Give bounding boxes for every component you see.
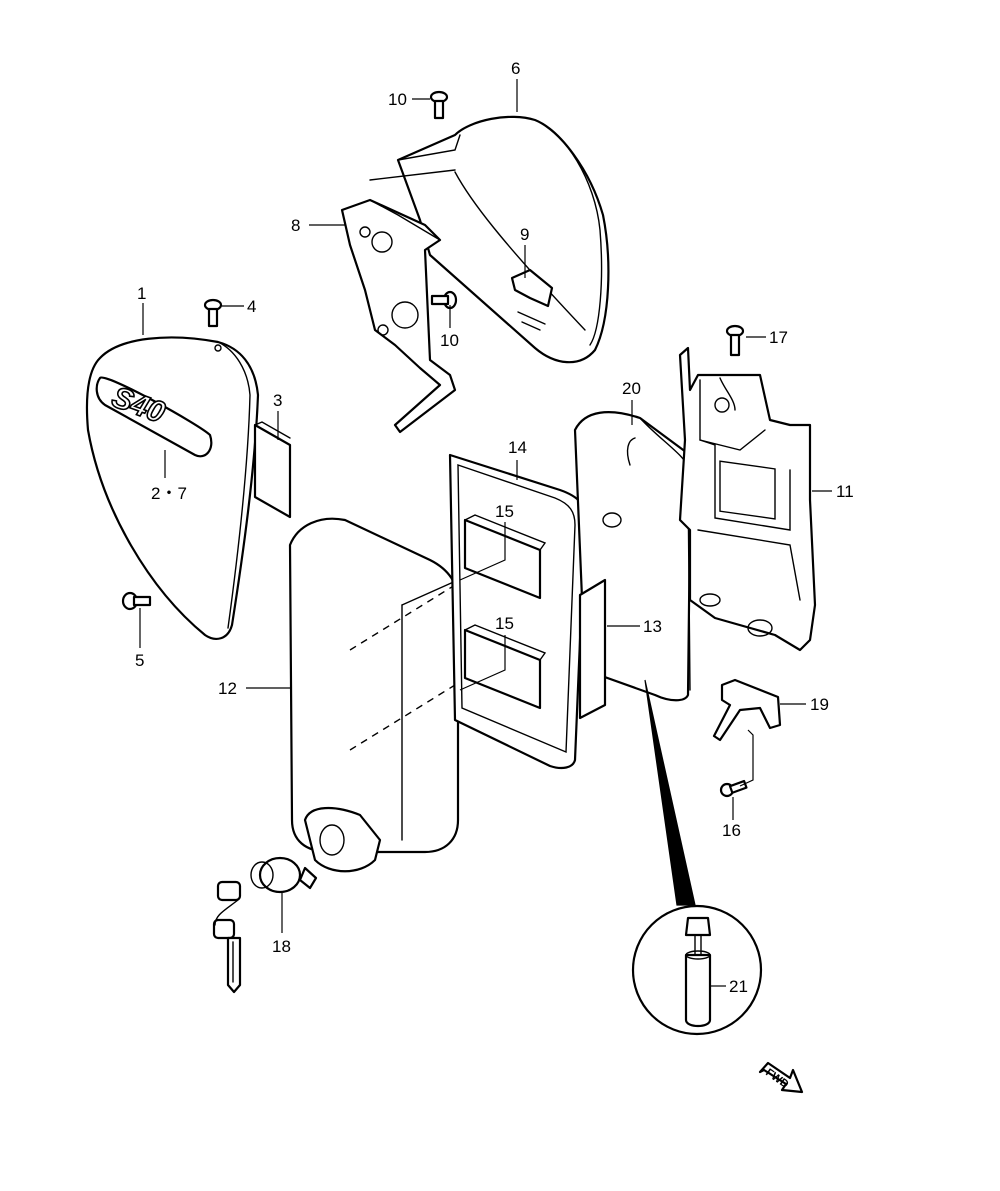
detail-view-part-21 bbox=[631, 679, 763, 1036]
callout-19: 19 bbox=[810, 695, 829, 714]
screw-part-16 bbox=[719, 779, 748, 798]
pad-part-3 bbox=[253, 421, 292, 519]
callout-8: 8 bbox=[291, 216, 300, 235]
pad-part-15-upper bbox=[463, 514, 547, 600]
lock-housing bbox=[303, 806, 382, 873]
callout-14: 14 bbox=[508, 438, 527, 457]
callout-2-7: 2・7 bbox=[151, 484, 187, 503]
screw-part-17 bbox=[725, 324, 745, 357]
callout-13: 13 bbox=[643, 617, 662, 636]
forward-direction-marker: FWD bbox=[758, 1061, 804, 1094]
callout-3: 3 bbox=[273, 391, 282, 410]
callout-4: 4 bbox=[247, 297, 256, 316]
callout-1: 1 bbox=[137, 284, 146, 303]
side-cover-part-1: S40 bbox=[85, 336, 260, 640]
callout-15-upper: 15 bbox=[495, 502, 514, 521]
callout-10-top: 10 bbox=[388, 90, 407, 109]
frame-cover-part-6 bbox=[369, 115, 610, 364]
leader-lines bbox=[139, 79, 832, 987]
mounting-plate-part-11 bbox=[678, 346, 817, 652]
callout-11: 11 bbox=[836, 482, 854, 501]
tool-box-part-12 bbox=[288, 517, 460, 854]
callout-5: 5 bbox=[135, 651, 144, 670]
bolt-part-5 bbox=[121, 591, 152, 611]
callout-18: 18 bbox=[272, 937, 291, 956]
callout-10-middle: 10 bbox=[440, 331, 459, 350]
clip-part-9 bbox=[510, 268, 554, 331]
callout-16: 16 bbox=[722, 821, 741, 840]
callout-15-lower: 15 bbox=[495, 614, 514, 633]
callout-21: 21 bbox=[729, 977, 748, 996]
callout-labels: 1 2・7 3 4 5 6 8 9 10 10 11 12 13 14 15 1… bbox=[135, 59, 854, 996]
callout-17: 17 bbox=[769, 328, 788, 347]
key-lock-part-18 bbox=[212, 856, 318, 994]
pad-part-13 bbox=[578, 578, 607, 720]
screw-part-4 bbox=[203, 298, 223, 328]
pad-part-15-lower bbox=[463, 624, 547, 710]
callout-9: 9 bbox=[520, 225, 529, 244]
screw-part-10-top bbox=[429, 90, 449, 120]
bracket-part-8 bbox=[340, 198, 457, 434]
screw-part-10-middle bbox=[430, 290, 458, 310]
gasket-part-14 bbox=[448, 453, 587, 770]
callout-20: 20 bbox=[622, 379, 641, 398]
callout-12: 12 bbox=[218, 679, 237, 698]
callout-6: 6 bbox=[511, 59, 520, 78]
clip-part-19 bbox=[712, 678, 782, 742]
